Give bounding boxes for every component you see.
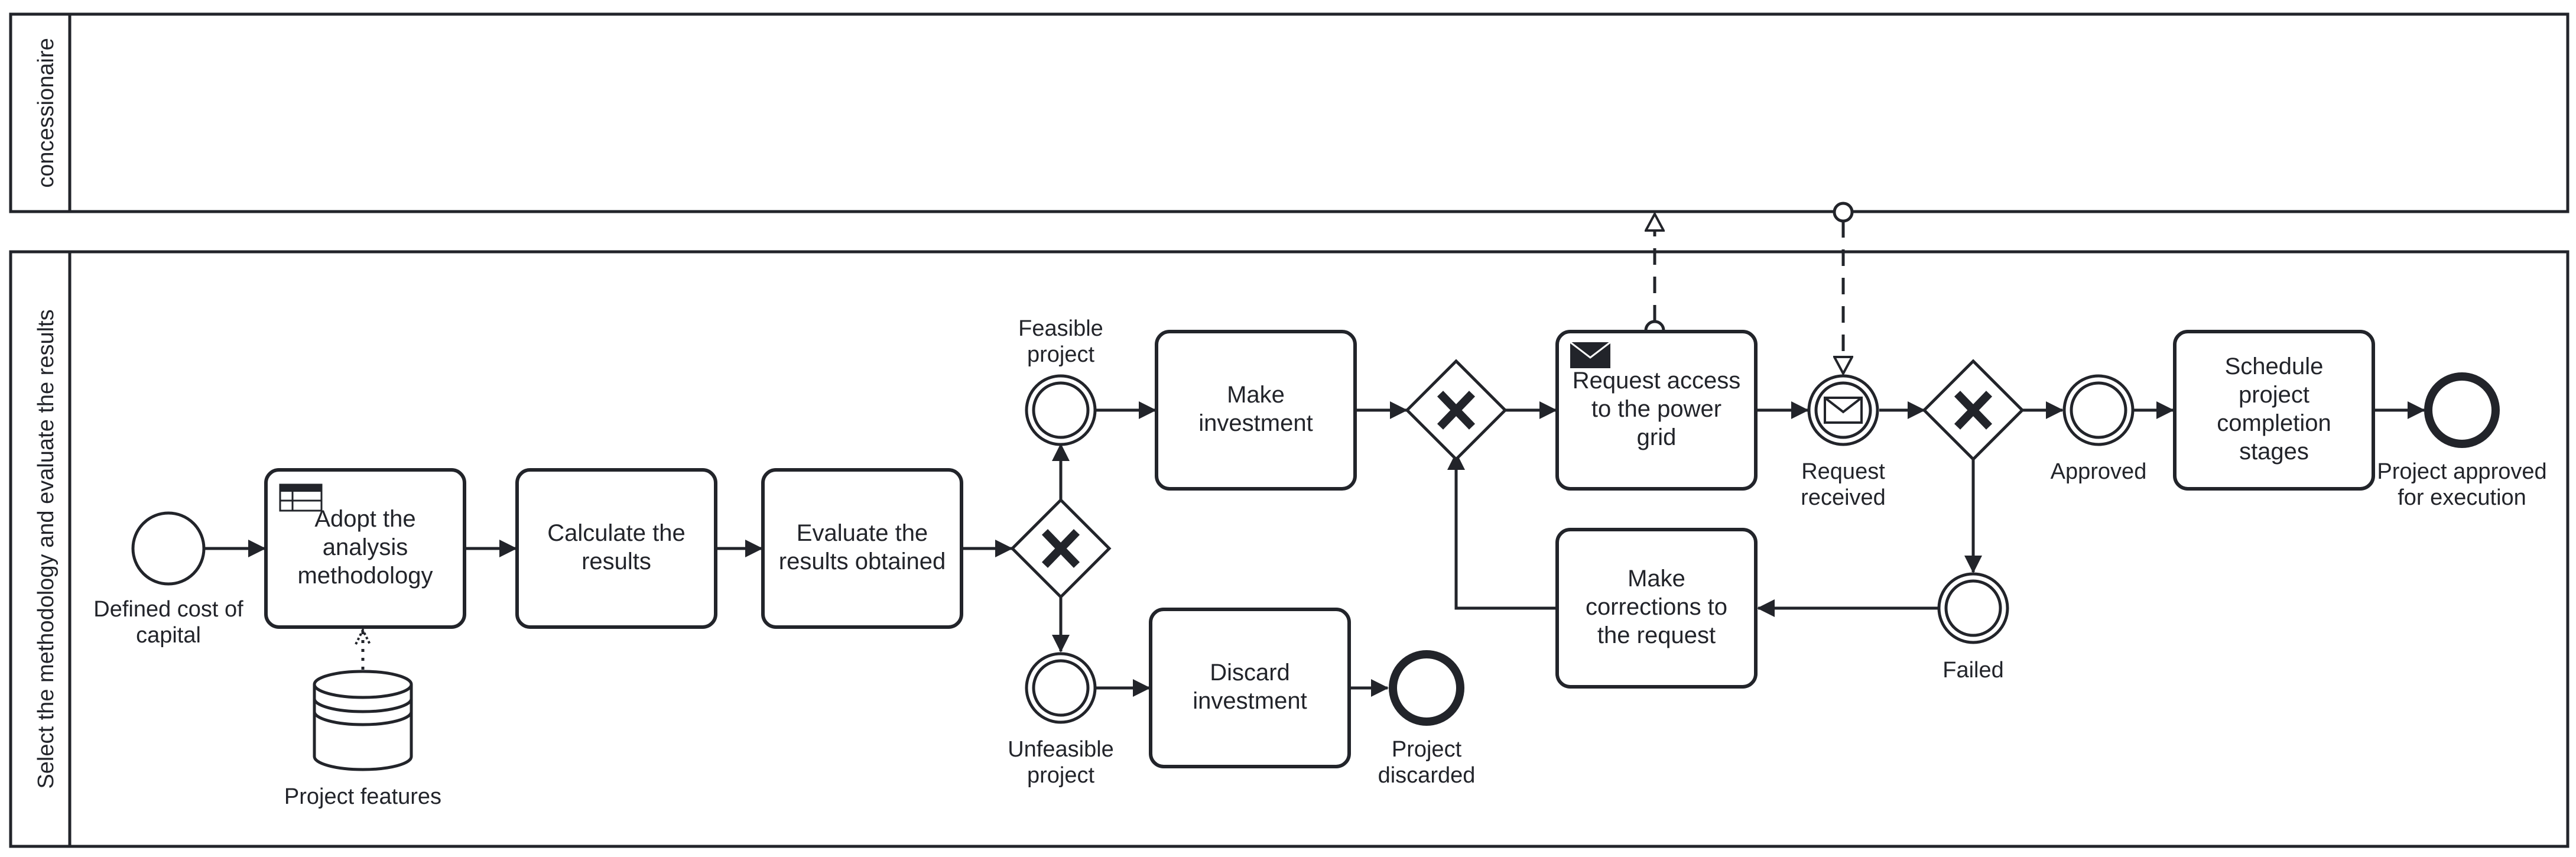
task-evaluate-box: [761, 468, 963, 629]
event-request-received[interactable]: Request received: [1801, 374, 1886, 510]
task-corrections-label-line-3: the request: [1597, 622, 1716, 648]
gateway-1-x-icon: [1041, 529, 1080, 568]
task-schedule-label-line-1: Schedule: [2225, 353, 2324, 379]
pool-main-label: Select the methodology and evaluate the …: [34, 309, 59, 788]
business-rule-icon: [279, 483, 323, 512]
data-store-body: [313, 684, 413, 771]
start-event-label-line-1: Defined cost of: [93, 597, 243, 622]
gateway-exclusive-feasibility[interactable]: [1010, 498, 1112, 599]
event-unfeasible-inner: [1032, 659, 1090, 717]
task-request-access-label-line-3: grid: [1637, 424, 1677, 450]
gateway-2-x-icon: [1437, 391, 1476, 430]
flow-corrections-to-gateway2[interactable]: [1447, 452, 1556, 610]
envelope-icon: [1824, 397, 1863, 424]
task-request-access-label-line-2: to the power: [1591, 396, 1721, 422]
end-event-discarded-label-line-2: discarded: [1378, 763, 1476, 788]
task-schedule-label-line-3: completion: [2217, 410, 2331, 436]
pool-concessionaire-label: concessionaire: [34, 38, 59, 187]
task-schedule-stages[interactable]: Schedule project completion stages: [2173, 330, 2375, 491]
start-event-defined-cost[interactable]: Defined cost of capital: [93, 511, 243, 648]
task-calculate-box: [515, 468, 717, 629]
event-received-label-line-2: received: [1801, 485, 1886, 510]
event-received-label-line-1: Request: [1801, 459, 1885, 484]
task-schedule-label-line-2: project: [2239, 382, 2309, 408]
task-make-investment-box: [1155, 330, 1357, 491]
task-request-access-box: [1555, 330, 1758, 491]
data-store-label: Project features: [284, 784, 441, 809]
event-feasible-label-line-2: project: [1027, 342, 1094, 367]
gateway-exclusive-approval[interactable]: [1922, 359, 2025, 462]
event-unfeasible-label-line-1: Unfeasible: [1008, 737, 1114, 762]
task-discard-investment[interactable]: Discard investment: [1149, 608, 1351, 768]
event-feasible-label-line-1: Feasible: [1018, 316, 1103, 341]
event-unfeasible-project[interactable]: Unfeasible project: [1008, 652, 1114, 788]
end-event-discarded-label-line-1: Project: [1392, 737, 1462, 762]
end-event-project-discarded[interactable]: Project discarded: [1378, 650, 1476, 788]
end-event-project-approved[interactable]: Project approved for execution: [2377, 372, 2547, 510]
task-discard-label-line-1: Discard: [1210, 660, 1290, 686]
task-adopt-label-line-3: methodology: [297, 563, 433, 589]
task-discard-label-line-2: investment: [1193, 688, 1307, 714]
event-approved[interactable]: Approved: [2051, 374, 2147, 484]
data-store-top: [313, 670, 413, 699]
data-store-project-features[interactable]: Project features: [284, 670, 441, 809]
pool-concessionaire-frame: [9, 12, 2569, 213]
event-approved-label: Approved: [2051, 459, 2147, 484]
task-make-investment[interactable]: Make investment: [1155, 330, 1357, 491]
task-corrections-label-line-1: Make: [1628, 566, 1685, 592]
message-flow-concessionaire-source-marker: [1833, 202, 1854, 223]
task-adopt-methodology[interactable]: Adopt the analysis methodology: [264, 468, 466, 629]
start-event-label-line-2: capital: [136, 623, 201, 648]
task-request-access-label-line-1: Request access: [1573, 368, 1741, 394]
event-failed-label: Failed: [1942, 658, 2004, 683]
task-adopt-label-line-2: analysis: [323, 534, 408, 560]
task-calculate-label-line-2: results: [582, 548, 651, 574]
event-feasible-inner: [1032, 381, 1090, 439]
pool-concessionaire[interactable]: concessionaire: [9, 12, 2569, 213]
end-event-approved-label-line-2: for execution: [2398, 485, 2526, 510]
task-evaluate-label-line-2: results obtained: [779, 548, 946, 574]
task-adopt-label-line-1: Adopt the: [314, 506, 415, 532]
data-store-ring-1: [313, 698, 413, 713]
task-discard-box: [1149, 608, 1351, 768]
task-calculate-results[interactable]: Calculate the results: [515, 468, 717, 629]
event-failed[interactable]: Failed: [1937, 572, 2009, 683]
task-calculate-label-line-1: Calculate the: [547, 520, 685, 546]
task-make-corrections[interactable]: Make corrections to the request: [1555, 528, 1758, 689]
task-evaluate-label-line-1: Evaluate the: [797, 520, 928, 546]
task-evaluate-results[interactable]: Evaluate the results obtained: [761, 468, 963, 629]
event-feasible-project[interactable]: Feasible project: [1018, 316, 1103, 446]
data-store-ring-2: [313, 711, 413, 726]
gateway-3-x-icon: [1954, 391, 1993, 430]
task-corrections-label-line-2: corrections to: [1586, 594, 1727, 620]
start-event-circle: [131, 511, 206, 586]
end-event-approved-circle: [2424, 372, 2500, 448]
send-message-icon: [1570, 341, 1611, 368]
task-request-access[interactable]: Request access to the power grid: [1555, 330, 1758, 491]
task-make-investment-label-line-2: investment: [1198, 410, 1313, 436]
task-schedule-label-line-4: stages: [2239, 439, 2309, 465]
event-failed-inner: [1944, 579, 2002, 637]
end-event-approved-label-line-1: Project approved: [2377, 459, 2546, 484]
end-event-discarded-circle: [1389, 650, 1464, 726]
gateway-exclusive-merge[interactable]: [1405, 359, 1508, 462]
task-corrections-box: [1555, 528, 1758, 689]
task-make-investment-label-line-1: Make: [1227, 382, 1285, 408]
task-schedule-box: [2173, 330, 2375, 491]
event-approved-inner: [2070, 381, 2127, 439]
sequence-flows: [205, 401, 2425, 697]
event-unfeasible-label-line-2: project: [1027, 763, 1094, 788]
